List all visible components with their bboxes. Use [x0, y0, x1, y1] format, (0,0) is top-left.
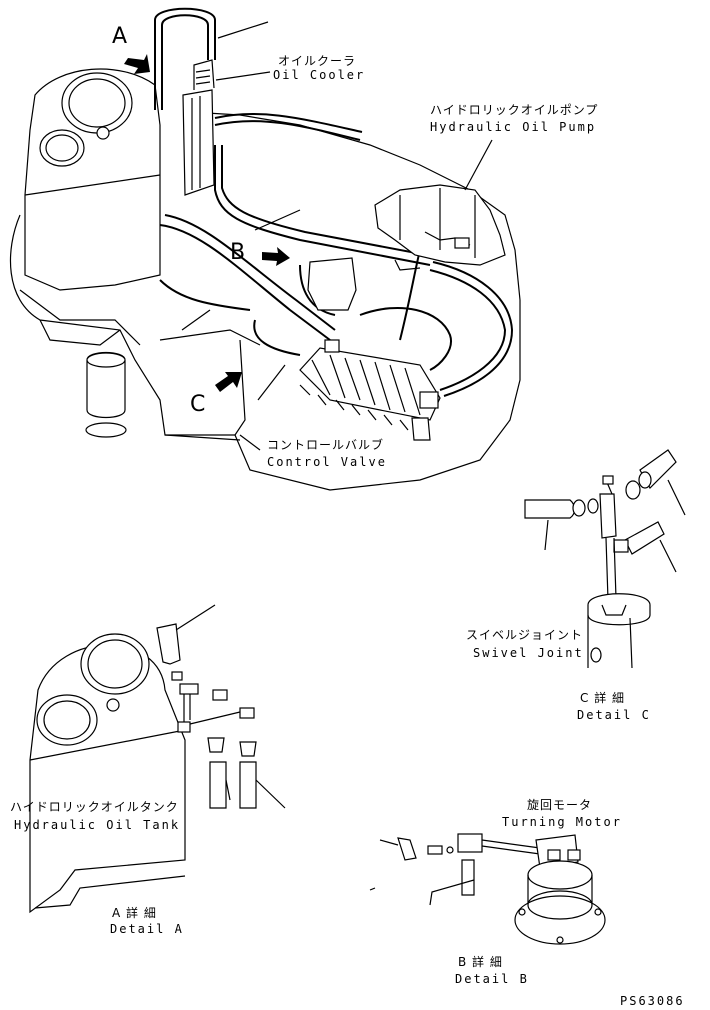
view-arrow-c [215, 372, 242, 392]
hydraulic-tank-label-en: Hydraulic Oil Tank [14, 818, 181, 832]
detail-c-view [524, 449, 686, 669]
hydraulic-oil-tank-main [24, 68, 161, 291]
oil-cooler-label-en: Oil Cooler [273, 68, 366, 82]
detail-c-label-jp: C 詳 細 [580, 691, 626, 705]
oil-cooler [154, 7, 216, 196]
hydraulic-pump-label-en: Hydraulic Oil Pump [430, 120, 597, 134]
swivel-post-main [85, 351, 127, 438]
hydraulic-oil-pump [374, 184, 506, 271]
detail-b-view [369, 833, 606, 945]
turning-motor-label-en: Turning Motor [502, 815, 622, 829]
view-letter-c: C [190, 392, 206, 417]
swivel-joint-label-jp: スイベルジョイント [466, 628, 584, 642]
control-valve-label-jp: コントロールバルブ [267, 438, 385, 452]
detail-b-label-jp: B 詳 細 [458, 955, 503, 969]
part-number: PS63086 [620, 994, 685, 1008]
detail-a-view [29, 604, 286, 914]
detail-c-label-en: Detail C [577, 708, 651, 722]
control-valve [299, 339, 441, 441]
view-letter-a: A [112, 24, 128, 49]
pipe-cooler-to-valve [159, 224, 331, 341]
detail-a-label-jp: A 詳 細 [112, 906, 157, 920]
swivel-joint-label-en: Swivel Joint [473, 646, 584, 660]
revolving-frame-outline [9, 111, 521, 491]
hydraulic-tank-label-jp: ハイドロリックオイルタンク [10, 800, 179, 814]
view-arrow-b [262, 247, 290, 266]
view-letter-b: B [230, 240, 246, 265]
detail-a-label-en: Detail A [110, 922, 184, 936]
main-assembly-view [9, 7, 521, 491]
hydraulic-pump-label-jp: ハイドロリックオイルポンプ [430, 103, 599, 117]
oil-cooler-label-jp: オイルクーラ [278, 54, 357, 68]
view-arrow-a [124, 54, 150, 74]
turning-motor-label-jp: 旋回モータ [527, 798, 593, 812]
detail-b-label-en: Detail B [455, 972, 529, 986]
control-valve-label-en: Control Valve [267, 455, 387, 469]
